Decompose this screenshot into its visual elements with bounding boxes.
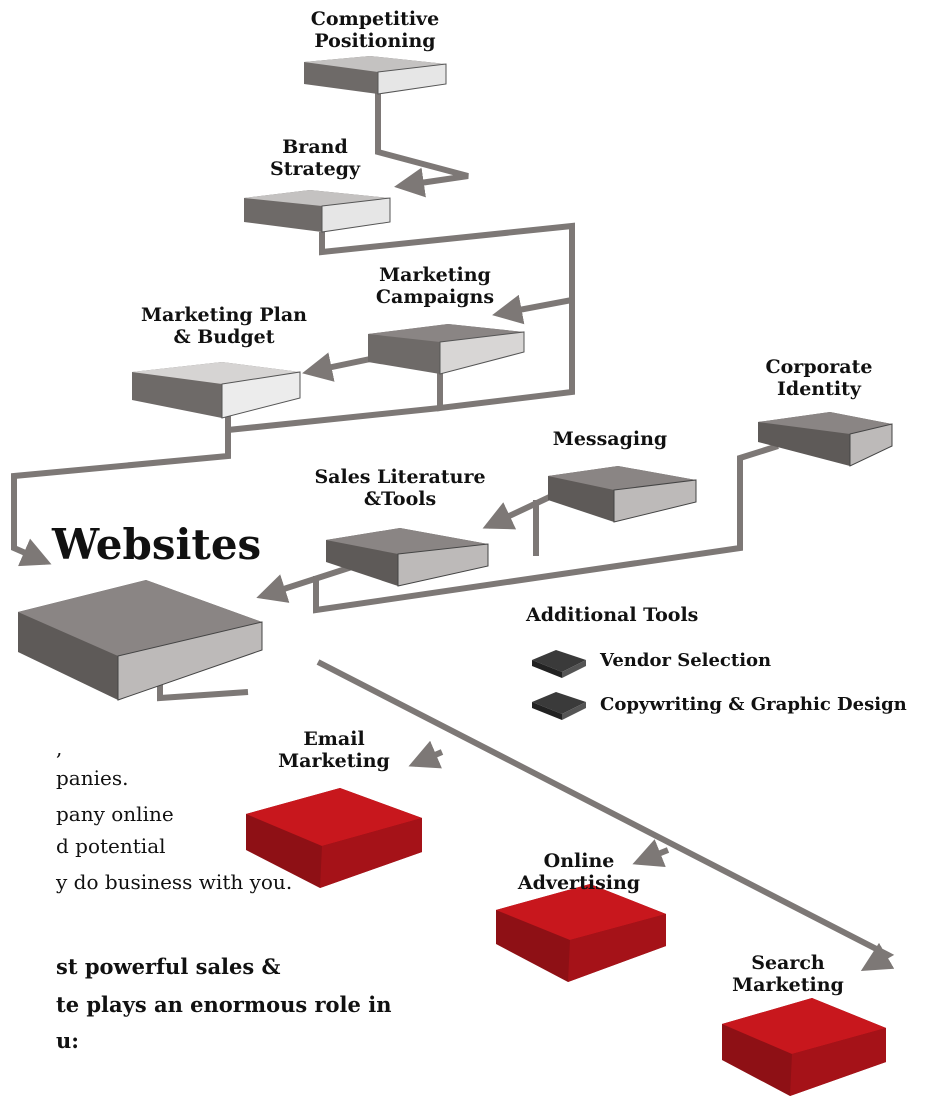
body-text-bold-line-2: te plays an enormous role in bbox=[56, 992, 392, 1017]
body-text-line-4: d potential bbox=[56, 834, 166, 858]
label-brand-strategy: Brand Strategy bbox=[250, 136, 380, 180]
label-line: Search bbox=[751, 952, 825, 974]
legend-item-copywriting: Copywriting & Graphic Design bbox=[600, 694, 907, 715]
legend-copywriting-icon bbox=[532, 692, 586, 720]
label-competitive-positioning: Competitive Positioning bbox=[290, 8, 460, 52]
label-online-advertising: Online Advertising bbox=[504, 850, 654, 894]
connector-messaging-to-sales bbox=[482, 491, 558, 530]
body-text-line-3: pany online bbox=[56, 802, 174, 826]
label-sales-literature-tools: Sales Literature &Tools bbox=[300, 466, 500, 510]
box-online-advertising bbox=[496, 884, 666, 982]
connector-identity-to-sales bbox=[313, 443, 779, 614]
box-brand-strategy bbox=[244, 190, 391, 233]
label-line: Marketing bbox=[278, 750, 390, 772]
label-line: Competitive bbox=[310, 8, 440, 30]
body-text-bold-line-3: u: bbox=[56, 1028, 80, 1053]
label-line: Marketing Plan bbox=[141, 304, 307, 326]
body-text-line-5: y do business with you. bbox=[56, 870, 293, 894]
box-search-marketing bbox=[722, 998, 886, 1096]
connector-sales-to-websites bbox=[256, 562, 359, 603]
label-corporate-identity: Corporate Identity bbox=[744, 356, 894, 400]
connector-right-drop bbox=[437, 300, 575, 412]
label-line: Positioning bbox=[314, 30, 436, 52]
label-messaging: Messaging bbox=[530, 428, 690, 450]
label-websites: Websites bbox=[52, 520, 262, 569]
label-line: & Budget bbox=[173, 326, 275, 348]
body-text-bold-line-1: st powerful sales & bbox=[56, 954, 281, 979]
body-text-line-1: , bbox=[56, 736, 63, 760]
box-email-marketing bbox=[246, 788, 422, 888]
connector-positioning-to-brand bbox=[375, 92, 469, 198]
box-marketing-plan-budget bbox=[132, 362, 301, 419]
label-marketing-plan-budget: Marketing Plan & Budget bbox=[124, 304, 324, 348]
box-sales-literature-tools bbox=[326, 528, 489, 587]
label-line: Sales Literature bbox=[314, 466, 486, 488]
body-text-line-2: panies. bbox=[56, 766, 129, 790]
connector-to-online bbox=[632, 839, 670, 868]
label-line: Advertising bbox=[517, 872, 641, 894]
legend-item-vendor-selection: Vendor Selection bbox=[600, 650, 772, 671]
label-line: Corporate bbox=[765, 356, 873, 378]
box-corporate-identity bbox=[758, 412, 893, 467]
connector-websites-to-search bbox=[316, 659, 895, 972]
legend-title: Additional Tools bbox=[526, 604, 699, 626]
box-messaging bbox=[548, 466, 697, 523]
label-email-marketing: Email Marketing bbox=[264, 728, 404, 772]
box-websites bbox=[18, 580, 263, 701]
connector-websites-down bbox=[157, 682, 249, 702]
box-marketing-campaigns bbox=[368, 324, 525, 375]
label-line: Campaigns bbox=[375, 286, 495, 308]
label-line: Marketing bbox=[732, 974, 844, 996]
connector-brand-to-campaigns bbox=[319, 222, 575, 325]
label-line: Identity bbox=[777, 378, 861, 400]
label-search-marketing: Search Marketing bbox=[718, 952, 858, 996]
connector-plan-to-websites bbox=[11, 405, 441, 567]
connector-to-email bbox=[408, 740, 444, 769]
label-line: Email bbox=[303, 728, 365, 750]
label-line: Marketing bbox=[379, 264, 491, 286]
label-line: Messaging bbox=[552, 428, 668, 450]
label-marketing-campaigns: Marketing Campaigns bbox=[360, 264, 510, 308]
label-line: Brand bbox=[282, 136, 348, 158]
label-line: Strategy bbox=[269, 158, 360, 180]
box-competitive-positioning bbox=[304, 56, 447, 95]
legend-vendor-icon bbox=[532, 650, 586, 678]
label-line: Online bbox=[543, 850, 615, 872]
label-line: &Tools bbox=[363, 488, 437, 510]
